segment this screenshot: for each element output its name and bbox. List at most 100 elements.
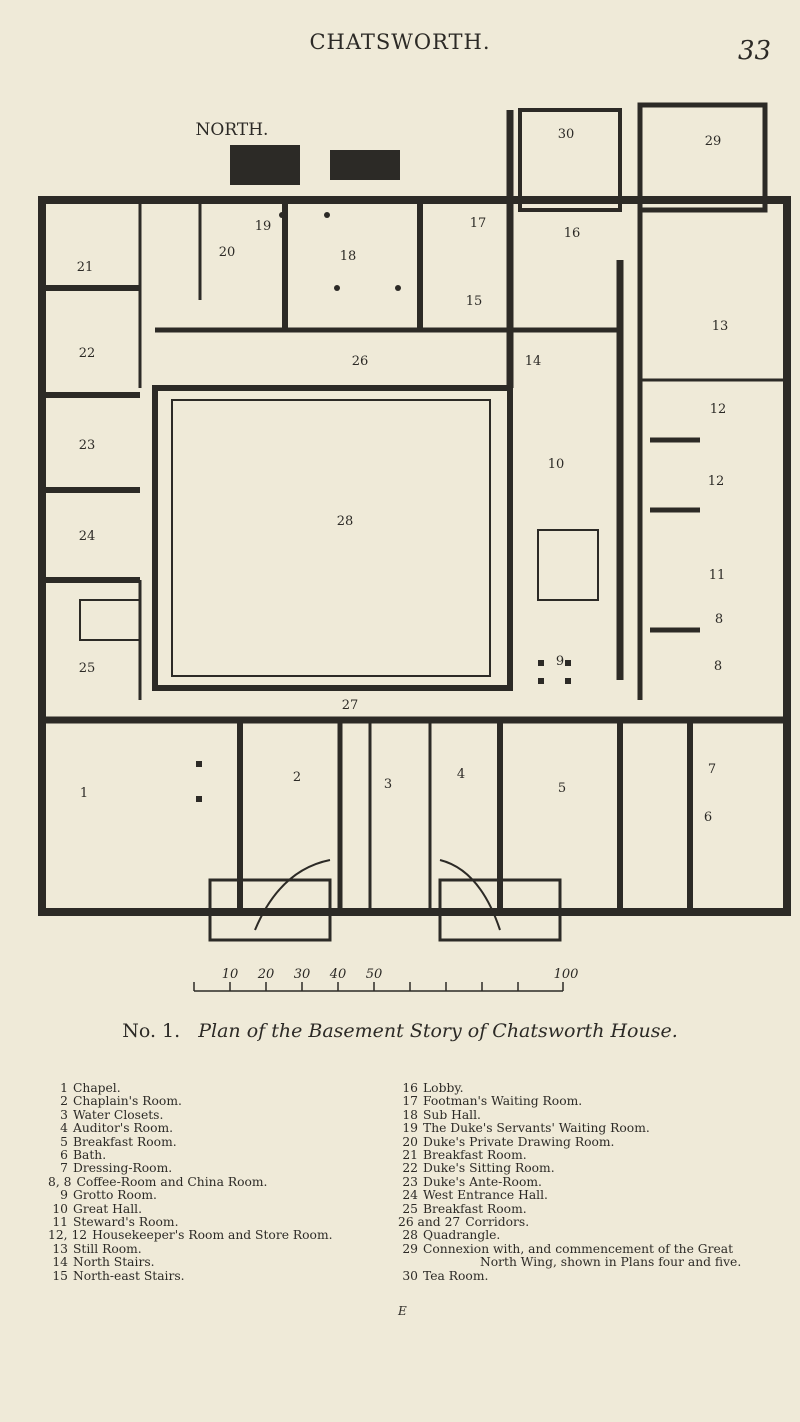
legend-number: 16 xyxy=(402,1081,418,1095)
legend-number: 2 xyxy=(60,1094,68,1109)
room-label: 28 xyxy=(337,514,354,529)
room-label: 22 xyxy=(79,346,96,361)
legend-item: 28 Quadrangle. xyxy=(398,1228,741,1243)
legend-item: 29 Connexion with, and commencement of th… xyxy=(398,1241,741,1256)
legend-number: 8, 8 xyxy=(48,1174,72,1189)
legend-text: Tea Room. xyxy=(423,1268,489,1283)
room-label: 29 xyxy=(705,134,722,149)
room-label: 26 xyxy=(352,354,369,369)
legend-text: Great Hall. xyxy=(73,1201,142,1216)
legend-number: 3 xyxy=(60,1107,68,1122)
legend-item: North Wing, shown in Plans four and five… xyxy=(398,1256,741,1269)
room-label: 19 xyxy=(255,219,272,234)
room-label: 9 xyxy=(556,654,564,669)
legend-number: 5 xyxy=(60,1134,68,1149)
room-label: 27 xyxy=(342,698,359,713)
running-title: CHATSWORTH. xyxy=(309,30,491,54)
room-label: 12 xyxy=(708,474,725,489)
legend-number: 11 xyxy=(52,1215,68,1230)
legend-text: Breakfast Room. xyxy=(423,1148,527,1163)
legend-number: 20 xyxy=(402,1134,418,1149)
legend-text: Still Room. xyxy=(73,1241,142,1256)
room-label: 1 xyxy=(80,786,88,801)
scale-label: 20 xyxy=(257,967,275,982)
legend-text: Duke's Private Drawing Room. xyxy=(423,1134,615,1149)
legend-text: West Entrance Hall. xyxy=(423,1188,548,1203)
legend-text: Bath. xyxy=(73,1148,107,1163)
room-label: 20 xyxy=(219,245,236,260)
page-number: 33 xyxy=(738,36,772,66)
legend-number: 22 xyxy=(402,1161,418,1176)
scale-label: 50 xyxy=(366,967,383,982)
room-label: 6 xyxy=(704,810,712,825)
legend-text: Housekeeper's Room and Store Room. xyxy=(92,1228,333,1243)
legend-item: 22 Duke's Sitting Room. xyxy=(398,1161,741,1176)
scale-label: 30 xyxy=(294,967,311,982)
room-label: 13 xyxy=(712,319,729,334)
legend-text: Dressing-Room. xyxy=(73,1161,173,1176)
legend-number: 30 xyxy=(402,1268,418,1283)
room-label: 4 xyxy=(457,767,465,782)
legend-text: Duke's Sitting Room. xyxy=(423,1161,555,1176)
legend-number: 23 xyxy=(402,1174,418,1189)
legend-text: Grotto Room. xyxy=(73,1188,157,1203)
legend-text: Chaplain's Room. xyxy=(73,1094,182,1109)
legend-item: 30 Tea Room. xyxy=(398,1268,741,1283)
legend-text: Breakfast Room. xyxy=(423,1201,527,1216)
scale-label: 100 xyxy=(554,967,579,982)
legend-number: 1 xyxy=(60,1081,68,1095)
legend-number: 18 xyxy=(402,1107,418,1122)
room-label: 7 xyxy=(708,762,716,777)
scale-label: 10 xyxy=(222,967,239,982)
room-label: 25 xyxy=(79,661,96,676)
legend-text: Corridors. xyxy=(465,1215,530,1230)
corridor-wall xyxy=(152,385,513,691)
legend-text: The Duke's Servants' Waiting Room. xyxy=(423,1121,650,1136)
room-label: 8 xyxy=(715,612,723,627)
legend-number: 12, 12 xyxy=(48,1228,88,1243)
legend-number: 25 xyxy=(402,1201,418,1216)
legend-text: Footman's Waiting Room. xyxy=(423,1094,583,1109)
room-label: 12 xyxy=(710,402,727,417)
legend-number: 4 xyxy=(60,1121,68,1136)
legend-number: 28 xyxy=(402,1228,418,1243)
scale-label: 40 xyxy=(329,967,347,982)
legend-item: 12, 12 Housekeeper's Room and Store Room. xyxy=(48,1228,333,1243)
legend-number: 7 xyxy=(60,1161,68,1176)
room-label: 16 xyxy=(564,226,581,241)
legend-text: Connexion with, and commencement of the … xyxy=(423,1241,734,1256)
legend-item: 18 Sub Hall. xyxy=(398,1107,741,1122)
outer-wall xyxy=(38,196,791,916)
room-label: 8 xyxy=(714,659,722,674)
legend-number: 10 xyxy=(52,1201,68,1216)
room-label: 3 xyxy=(384,777,392,792)
legend-text: Quadrangle. xyxy=(423,1228,501,1243)
legend-number: 26 and 27 xyxy=(398,1215,461,1230)
plan-caption: No. 1. Plan of the Basement Story of Cha… xyxy=(0,1020,800,1042)
legend-text: Sub Hall. xyxy=(423,1107,481,1122)
legend-text: Auditor's Room. xyxy=(73,1121,174,1136)
legend-item: 7 Dressing-Room. xyxy=(48,1161,333,1176)
legend-number: 13 xyxy=(52,1241,68,1256)
legend-number: 29 xyxy=(402,1241,418,1256)
room-label: 2 xyxy=(293,770,301,785)
legend-item: 4 Auditor's Room. xyxy=(48,1121,333,1136)
legend-item: 2 Chaplain's Room. xyxy=(48,1094,333,1109)
room-label: 18 xyxy=(340,249,357,264)
legend-number: 19 xyxy=(402,1121,418,1136)
caption-number: No. 1. xyxy=(122,1020,181,1042)
compass-label: NORTH. xyxy=(196,120,269,140)
legend-item: 19 The Duke's Servants' Waiting Room. xyxy=(398,1121,741,1136)
